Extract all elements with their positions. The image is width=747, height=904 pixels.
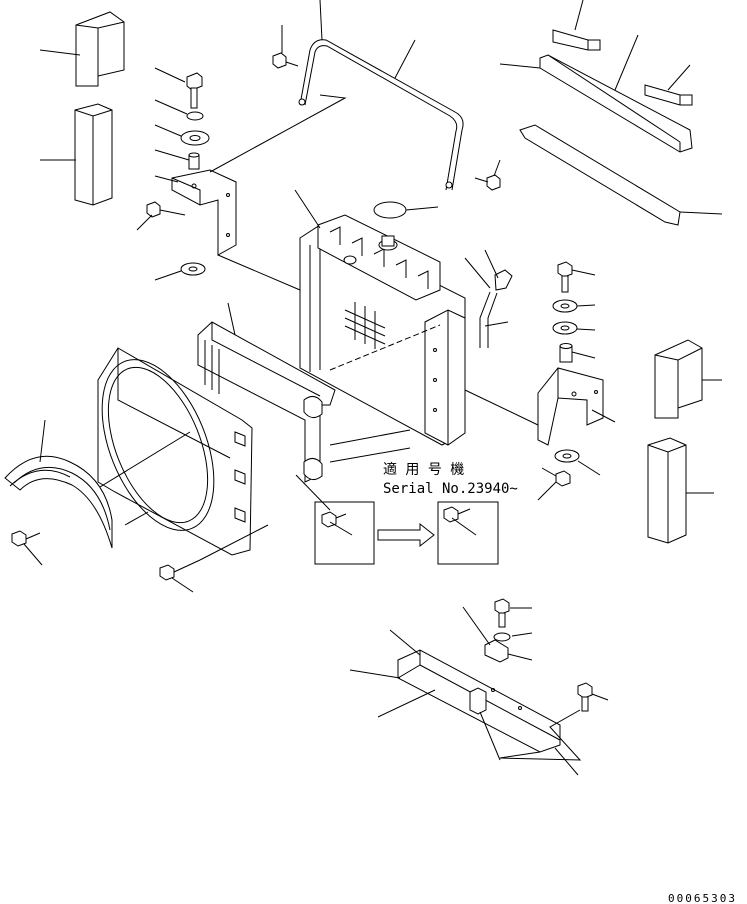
bolt-top-right [474,159,501,191]
bolt-stack-right [552,261,596,363]
seal-strip-top [552,0,601,51]
foam-pad-mid-right [654,339,722,419]
radiator-core [294,189,466,446]
radiator-cap [373,201,439,219]
foam-pad-mid-left [40,103,113,206]
bolt-stack-left [154,67,210,170]
cover-plate-top [519,124,723,226]
bolt-stack-bottom [462,598,533,663]
baffle-plate-top [499,34,693,153]
seal-strip-right [644,64,693,106]
fan-guard [4,419,113,549]
foam-pad-top-left [39,11,125,87]
bolt-top-center [272,25,299,69]
fan-shroud [94,347,253,556]
mounting-bracket-right [464,367,616,501]
under-cover [349,629,582,776]
bolt-lower-center [159,524,269,593]
serial-arrow [377,522,435,548]
stay-rod [298,0,464,191]
bolt-lower-left [11,530,43,566]
applicable-serial-label: 適 用 号 機 [383,461,464,478]
drain-cock [464,249,513,348]
bolt-bottom-right [577,682,609,712]
mounting-bracket-left [136,94,347,291]
detail-box-before [295,474,375,565]
applicable-serial-number: Serial No.23940~ [383,481,518,497]
drawing-code: 00065303 [668,892,737,904]
foam-pad-bottom-right [647,437,714,544]
oil-cooler [197,302,411,483]
detail-box-after [437,501,499,565]
